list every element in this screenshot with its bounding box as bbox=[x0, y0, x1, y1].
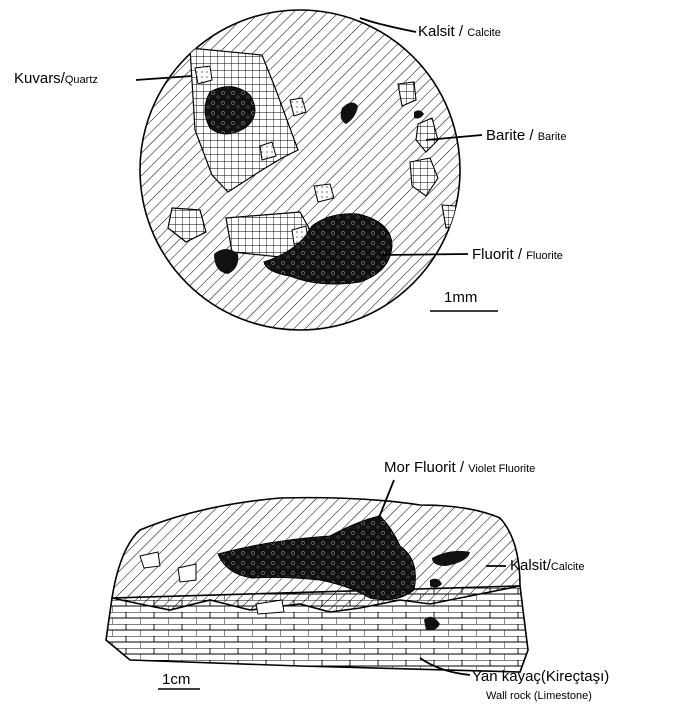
quartz-label: Kuvars/Quartz bbox=[14, 70, 98, 87]
violet-fluorite-label: Mor Fluorit / Violet Fluorite bbox=[384, 459, 535, 476]
scale-label-bottom: 1cm bbox=[162, 671, 190, 688]
thin-section-circle bbox=[140, 10, 460, 330]
calcite-label-bottom: Kalsit/Calcite bbox=[510, 557, 584, 574]
hand-specimen bbox=[106, 498, 528, 672]
wall-rock-label-en: Wall rock (Limestone) bbox=[486, 690, 592, 702]
wall-rock-label-tr: Yan kayaç(Kireçtaşı) bbox=[472, 668, 609, 685]
calcite-label-top: Kalsit / Calcite bbox=[418, 23, 501, 40]
scale-label-top: 1mm bbox=[444, 289, 477, 306]
fluorite-label: Fluorit / Fluorite bbox=[472, 246, 563, 263]
barite-label: Barite / Barite bbox=[486, 127, 566, 144]
